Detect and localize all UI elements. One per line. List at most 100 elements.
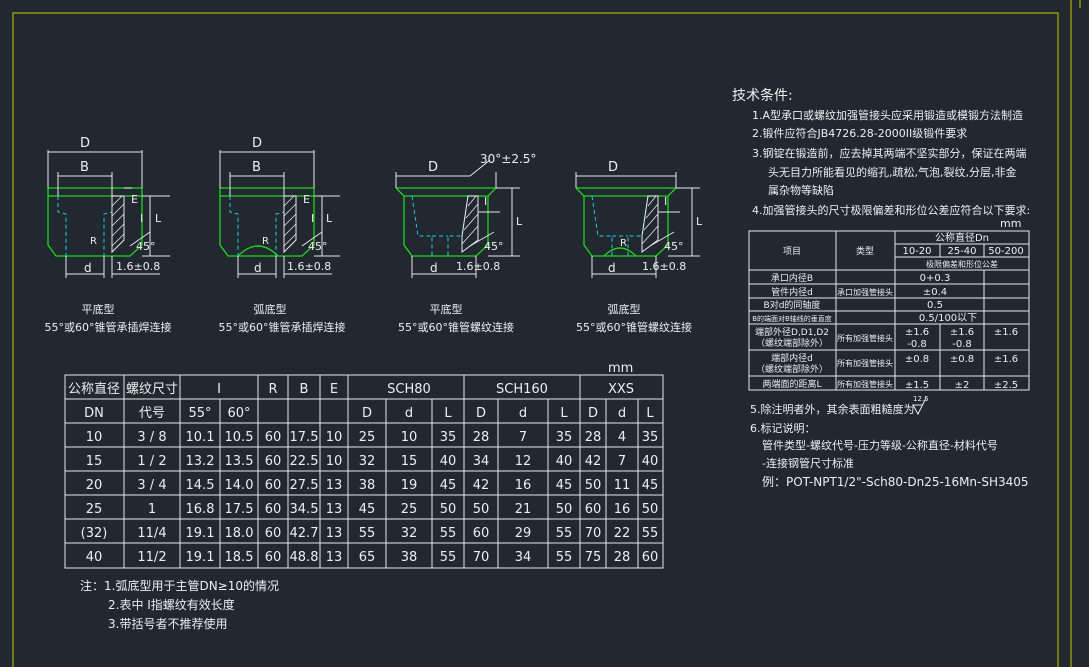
- drawing-2-label-I: I: [311, 212, 314, 225]
- main-table-cell: 55: [440, 526, 457, 541]
- drawing-1-subtitle: 55°或60°锥管承插焊连接: [45, 320, 172, 334]
- main-table-header-4: R: [268, 382, 277, 397]
- main-table-cell: 10: [86, 430, 103, 445]
- main-table-header-6: E: [330, 382, 338, 397]
- main-table-cell: 40: [642, 454, 659, 469]
- drawing-1-label-I: I: [140, 212, 143, 225]
- main-table-subheader-4: 60°: [227, 406, 250, 421]
- main-table-cell: 22.5: [290, 454, 319, 469]
- main-table-cell: 12: [515, 454, 532, 469]
- drawing-2-label-angle: 45°: [308, 240, 328, 253]
- roughness-symbol: 12.5: [912, 395, 929, 416]
- drawing-1-dims: [47, 150, 170, 278]
- main-table-cell: 13.2: [186, 454, 215, 469]
- tol-head-sub: 极限偏差和形位公差: [926, 259, 998, 269]
- main-table-cell: 65: [359, 550, 376, 565]
- main-table-cell: 60: [265, 430, 282, 445]
- drawing-1-label-R: R: [90, 236, 97, 247]
- main-table-cell: 70: [585, 526, 602, 541]
- drawing-2-label-E: E: [303, 193, 310, 206]
- main-table-cell: 32: [359, 454, 376, 469]
- drawing-1-label-L: L: [155, 212, 162, 225]
- note-3: 3.带括号者不推荐使用: [108, 616, 227, 631]
- main-table-cell: 50: [556, 502, 573, 517]
- drawing-4-label-L: L: [696, 215, 703, 228]
- main-table-cell: 55: [642, 526, 659, 541]
- main-table-cell: 28: [585, 430, 602, 445]
- main-table-cell: 50: [440, 502, 457, 517]
- main-table-cell: 55: [556, 550, 573, 565]
- tol-row-5-val-1: ±1.6: [905, 327, 929, 338]
- tol-table-grid: [748, 230, 1030, 391]
- drawing-frame: [12, 12, 1059, 667]
- drawing-3-title: 平底型: [430, 302, 463, 316]
- main-table-cell: 45: [556, 478, 573, 493]
- main-table-cell: 19.1: [186, 550, 215, 565]
- drawing-2-subtitle: 55°或60°锥管承插焊连接: [219, 320, 346, 334]
- main-table-cell: 60: [473, 526, 490, 541]
- tol-row-1-item: 承口内径B: [771, 272, 813, 284]
- main-table-cell: 3 / 4: [137, 478, 166, 493]
- drawing-4-subtitle: 55°或60°锥管螺纹连接: [576, 320, 692, 334]
- main-table-cell: 10.5: [225, 430, 254, 445]
- drawing-3-label-angle-top: 30°±2.5°: [480, 152, 536, 166]
- drawing-2: D B E I L d 45° 1.6±0.8 R 弧底型 55°或60°锥管承…: [219, 136, 346, 334]
- drawing-3-label-angle: 45°: [484, 240, 504, 253]
- drawing-3-label-L: L: [516, 215, 523, 228]
- drawing-1-label-tol: 1.6±0.8: [116, 260, 160, 273]
- main-table-cell: 29: [515, 526, 532, 541]
- main-table-cell: 28: [473, 430, 490, 445]
- tol-row-7-val-3: ±2.5: [994, 380, 1018, 391]
- tech-item-3: 3.钢锭在锻造前，应去掉其两端不坚实部分，保证在两端: [752, 146, 1027, 160]
- main-table-grid: [64, 374, 664, 569]
- tol-row-7: 两端面的距离L 所有加强管接头 ±1.5 ±2 ±2.5: [762, 378, 1018, 391]
- main-table-cell: 42.7: [290, 526, 319, 541]
- drawing-2-label-D: D: [252, 136, 262, 151]
- main-table-subheader-11: D: [588, 406, 598, 421]
- main-table-cell: 34: [473, 454, 490, 469]
- tol-row-5-val-3: ±1.6: [994, 327, 1018, 338]
- main-table-cell: 13: [326, 478, 343, 493]
- tol-row-2-type: 承口加强管接头: [837, 287, 893, 297]
- main-table-cell: 38: [401, 550, 418, 565]
- main-table-cell: 35: [556, 430, 573, 445]
- drawing-3-label-tol: 1.6±0.8: [456, 260, 500, 273]
- drawing-4-label-angle: 45°: [664, 240, 684, 253]
- drawing-4-label-D: D: [608, 160, 618, 175]
- main-table-subheader-9: d: [519, 406, 527, 421]
- main-table-cell: 45: [359, 502, 376, 517]
- main-table-subheader-10: L: [560, 406, 568, 421]
- drawing-1-title: 平底型: [82, 302, 115, 316]
- drawing-3-label-d: d: [430, 261, 438, 275]
- tol-row-3: B对d的同轴度 0.5: [764, 299, 943, 311]
- drawing-4: D I L d 45° 1.6±0.8 R 弧底型 55°或60°锥管螺纹连接: [575, 160, 703, 334]
- main-table-cell: 19.1: [186, 526, 215, 541]
- tech-item-3c: 属杂物等缺陷: [768, 183, 834, 197]
- tol-row-6-val-2: ±0.8: [950, 354, 974, 365]
- main-table-cell: 21: [515, 502, 532, 517]
- main-table-cell: 15: [86, 454, 103, 469]
- tol-row-5: 端部外径D,D1,D2 （螺纹端部除外） 所有加强管接头 ±1.6 ±1.6 ±…: [755, 326, 1018, 350]
- main-table-cell: 1: [148, 502, 156, 517]
- main-table-cell: 60: [585, 502, 602, 517]
- main-table-cell: 55: [359, 526, 376, 541]
- main-table-cell: 32: [401, 526, 418, 541]
- drawing-1-label-D: D: [80, 136, 90, 151]
- main-table-header-5: B: [300, 382, 309, 397]
- drawing-2-label-d: d: [254, 261, 262, 275]
- main-table-cell: 10.1: [186, 430, 215, 445]
- main-table-cell: 16: [614, 502, 631, 517]
- main-table-subheader-12: d: [618, 406, 626, 421]
- drawing-3-subtitle: 55°或60°锥管螺纹连接: [398, 320, 514, 334]
- main-table-subheader-1: DN: [84, 406, 104, 421]
- main-table-cell: 4: [618, 430, 626, 445]
- main-table-cell: 25: [359, 430, 376, 445]
- tol-head-item: 项目: [783, 246, 801, 257]
- main-table-cell: 10: [326, 454, 343, 469]
- tech-item-6a: 管件类型-螺纹代号-压力等级-公称直径-材料代号: [762, 438, 998, 452]
- tol-row-5-item2: （螺纹端部除外）: [756, 337, 828, 349]
- main-table-header-7: SCH80: [387, 382, 431, 397]
